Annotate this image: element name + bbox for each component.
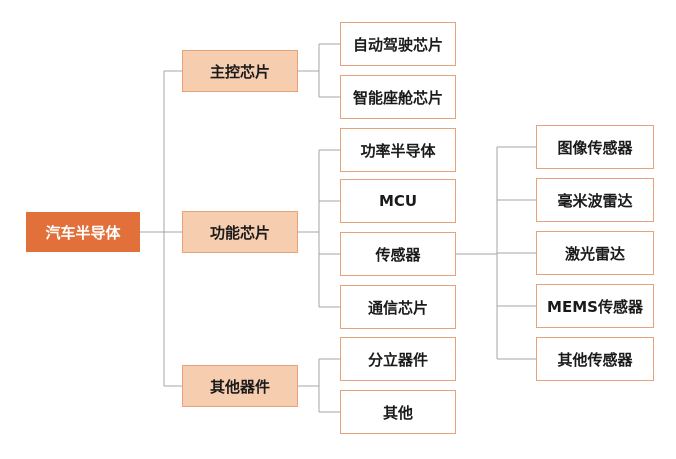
node-mcu: MCU xyxy=(340,179,456,223)
node-mmwave-radar: 毫米波雷达 xyxy=(536,178,654,222)
node-mems-sensor: MEMS传感器 xyxy=(536,284,654,328)
node-power-semiconductor: 功率半导体 xyxy=(340,128,456,172)
node-lidar: 激光雷达 xyxy=(536,231,654,275)
node-autonomous-driving-chip: 自动驾驶芯片 xyxy=(340,22,456,66)
node-main-control-chip: 主控芯片 xyxy=(182,50,298,92)
node-other-devices: 其他器件 xyxy=(182,365,298,407)
node-smart-cockpit-chip: 智能座舱芯片 xyxy=(340,75,456,119)
node-function-chip: 功能芯片 xyxy=(182,211,298,253)
node-communication-chip: 通信芯片 xyxy=(340,285,456,329)
node-sensor: 传感器 xyxy=(340,232,456,276)
node-image-sensor: 图像传感器 xyxy=(536,125,654,169)
node-other-sensors: 其他传感器 xyxy=(536,337,654,381)
node-discrete-devices: 分立器件 xyxy=(340,337,456,381)
root-node: 汽车半导体 xyxy=(26,212,140,252)
node-other: 其他 xyxy=(340,390,456,434)
